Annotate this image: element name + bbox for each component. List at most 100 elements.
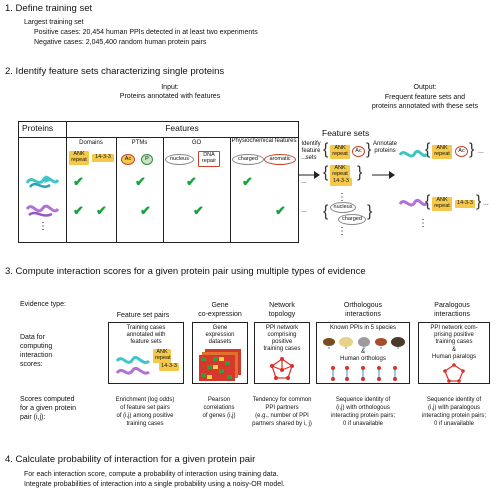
tag-ac: Ac xyxy=(121,154,135,165)
brace-close: } xyxy=(469,141,475,158)
set1-tag-ank: ANK repeat xyxy=(330,145,350,159)
brace-close: } xyxy=(357,164,363,181)
ev5-score-3: interacting protein pairs; xyxy=(421,413,487,419)
col-go: GO xyxy=(191,140,202,146)
ev3-data-box: PPI network comprising positive training… xyxy=(254,322,310,384)
protein-cyan-icon xyxy=(25,175,60,188)
tag-ank-repeat: ANK repeat xyxy=(69,151,89,165)
identify-arrow-icon xyxy=(299,171,320,179)
input-label-2: Proteins annotated with features xyxy=(119,93,221,100)
step4-heading: 4. Calculate probability of interaction … xyxy=(5,454,256,465)
ev3-box-3: positive xyxy=(271,339,293,345)
set2-tag-ank: ANK repeat xyxy=(330,165,350,179)
brace-open: { xyxy=(323,164,329,181)
brace-close: } xyxy=(366,141,372,158)
check-icon: ✔ xyxy=(186,174,197,189)
ev4-title-1: Orthologous xyxy=(343,302,383,309)
tag-p: P xyxy=(141,154,153,165)
step1-line-1: Largest training set xyxy=(24,19,84,26)
row-ellipsis: ... xyxy=(301,178,307,185)
check-icon: ✔ xyxy=(140,203,151,218)
step3-heading: 3. Compute interaction scores for a give… xyxy=(5,266,366,277)
step1-line-2: Positive cases: 20,454 human PPIs detect… xyxy=(34,29,258,36)
ev3-box-4: training cases xyxy=(263,346,301,352)
ev2-data-box: Gene expression datasets xyxy=(192,322,248,384)
tag-dna-repair: DNA repair xyxy=(198,151,220,167)
input-feature-table: Proteins Features Domains PTMs GO Physio… xyxy=(18,121,307,243)
ev5-title-2: interactions xyxy=(434,311,470,318)
out1-tag-ank: ANK repeat xyxy=(432,145,452,159)
features-header: Features xyxy=(165,123,199,133)
brace-open: { xyxy=(425,193,431,210)
label-data-1: Data for xyxy=(20,334,45,341)
check-icon: ✔ xyxy=(73,174,84,189)
out-dots: ⋮ xyxy=(418,218,428,229)
ev1-score-3: of (i,j) among positive xyxy=(116,413,174,419)
check-icon: ✔ xyxy=(275,203,286,218)
set3-tag-nucleus: nucleus xyxy=(330,202,356,213)
col-domains: Domains xyxy=(79,140,103,146)
heatmap-icon xyxy=(199,349,241,381)
ev1-box-3: feature sets xyxy=(130,339,162,345)
output-label-1: Output: xyxy=(413,84,437,91)
ev4-box-3: Human orthologs xyxy=(340,356,386,362)
row-ellipsis: ... xyxy=(301,207,307,214)
tag-14-3-3: 14-3-3 xyxy=(92,154,114,162)
ev5-box-2: prising positive xyxy=(434,332,474,338)
check-icon: ✔ xyxy=(193,203,204,218)
annotated-protein-cyan-icon xyxy=(398,149,428,158)
out-ellipsis: ... xyxy=(483,200,489,207)
out2-tag-14-3-3: 14-3-3 xyxy=(455,200,475,208)
out-ellipsis: ... xyxy=(478,148,484,155)
proteins-dots: ⋮ xyxy=(38,221,48,232)
identify-label: Identify feature sets xyxy=(301,141,321,161)
tag-aromatic: aromatic xyxy=(264,154,296,165)
ev3-score-4: partners shared by i, j) xyxy=(252,421,312,427)
ev1-score-1: Enrichment (log odds) xyxy=(115,397,175,403)
col-ptms: PTMs xyxy=(131,140,148,146)
ev1-score-4: training cases xyxy=(126,421,164,427)
label-evidence-type: Evidence type: xyxy=(20,301,66,308)
annotated-protein-purple-icon xyxy=(398,198,428,207)
ev5-box-1: PPI network com- xyxy=(430,325,478,331)
ev1-protein-pair-icon xyxy=(115,356,151,375)
ev2-score-2: correlations xyxy=(203,405,235,411)
ev2-score-1: Pearson xyxy=(207,397,231,403)
ev5-box-5: Human paralogs xyxy=(431,354,477,360)
table-ellipsis: ... xyxy=(301,154,307,161)
label-scores-2: for a given protein xyxy=(20,405,77,412)
sets-dots: ⋮ xyxy=(337,192,347,203)
ev5-title-1: Paralogous xyxy=(434,302,470,309)
ev3-score-3: (e.g., number of PPI xyxy=(255,413,309,419)
ev2-box-1: Gene xyxy=(212,325,228,331)
species-icons xyxy=(323,337,405,349)
tag-nucleus: nucleus xyxy=(165,154,194,165)
ev3-box-1: PPI network xyxy=(265,325,299,331)
ev5-score-2: (i,j) with paralogous xyxy=(427,405,481,411)
check-icon: ✔ xyxy=(96,203,107,218)
sets-dots: ⋮ xyxy=(337,226,347,237)
ev4-data-box: Known PPIs in 5 species & Human ortholog… xyxy=(316,322,410,384)
step2-heading: 2. Identify feature sets characterizing … xyxy=(5,66,225,77)
ev3-title-2: topology xyxy=(268,311,296,318)
protein-purple-icon xyxy=(25,204,60,217)
ev2-box-2: expression xyxy=(205,332,235,338)
step1-line-3: Negative cases: 2,045,400 random human p… xyxy=(34,39,207,46)
step4-line-2: Integrate probabilities of interaction i… xyxy=(24,481,285,488)
ev1-title: Feature set pairs xyxy=(116,312,170,319)
network-icon xyxy=(270,357,294,380)
out1-tag-ac: Ac xyxy=(455,146,468,157)
output-label-3: proteins annotated with these sets xyxy=(371,103,479,110)
ev2-score-3: of genes (i,j) xyxy=(202,413,236,419)
brace-open: { xyxy=(323,203,329,220)
ev4-score-1: Sequence identity of xyxy=(335,397,391,403)
ev5-box-3: training cases xyxy=(435,339,473,345)
ev3-title-1: Network xyxy=(269,302,295,309)
set3-tag-charged: charged xyxy=(338,214,366,225)
brace-close: } xyxy=(367,203,373,220)
ev5-box-4: & xyxy=(451,347,456,353)
brace-close: } xyxy=(476,193,482,210)
ev5-data-box: PPI network com- prising positive traini… xyxy=(418,322,490,384)
ev4-title-2: interactions xyxy=(345,311,381,318)
ev1-tag-14-3-3: 14-3-3 xyxy=(159,363,179,371)
